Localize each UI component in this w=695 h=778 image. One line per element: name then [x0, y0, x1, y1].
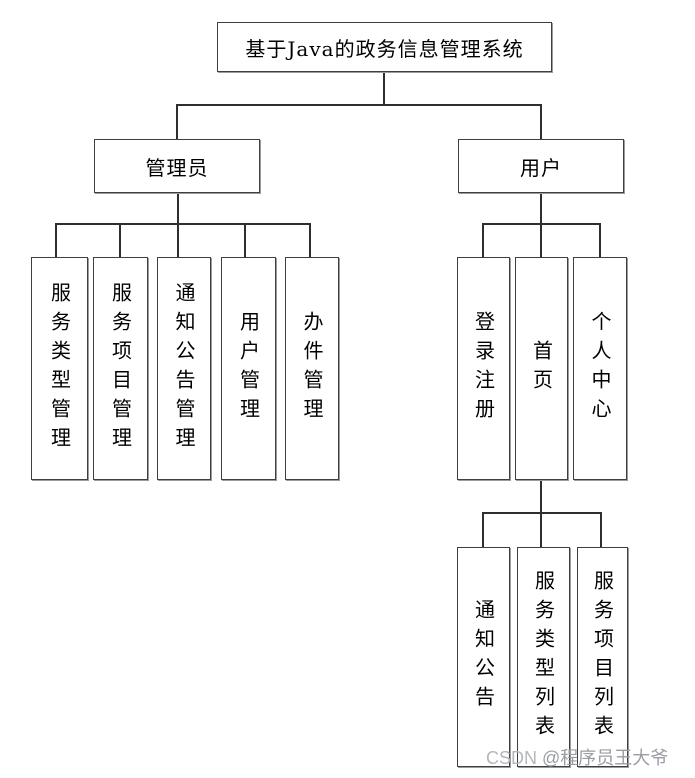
connector-line — [482, 512, 602, 514]
connector-line — [309, 223, 311, 258]
node-notice-announcement-management: 通知公告管理 — [157, 257, 211, 480]
connector-line — [55, 223, 311, 225]
node-user-management: 用户管理 — [221, 257, 276, 480]
node-service-type-management: 服务类型管理 — [31, 257, 88, 480]
node-admin: 管理员 — [94, 139, 260, 193]
node-home: 首页 — [515, 257, 568, 480]
connector-line — [600, 512, 602, 548]
node-label: 通知公告 — [471, 599, 496, 715]
node-label: 登录注册 — [471, 310, 496, 427]
connector-line — [177, 223, 179, 258]
connector-line — [119, 223, 121, 258]
node-label: 首页 — [529, 339, 554, 398]
connector-line — [540, 223, 542, 258]
node-label: 办件管理 — [300, 310, 324, 427]
node-label: 服务项目列表 — [590, 570, 615, 744]
node-notice-announcement: 通知公告 — [457, 547, 510, 767]
connector-line — [540, 104, 542, 140]
node-label: 用户管理 — [236, 310, 261, 427]
connector-line — [482, 512, 484, 548]
connector-line — [176, 104, 542, 106]
node-label: 服务类型管理 — [47, 281, 72, 456]
user-label: 用户 — [520, 155, 562, 180]
admin-label: 管理员 — [145, 155, 209, 180]
root-label: 基于Java的政务信息管理系统 — [245, 36, 524, 61]
connector-line — [540, 479, 542, 514]
connector-line — [55, 223, 57, 258]
connector-line — [176, 104, 178, 140]
connector-line — [540, 193, 542, 224]
connector-line — [383, 71, 385, 106]
node-personal-center: 个人中心 — [573, 257, 627, 480]
node-service-item-list: 服务项目列表 — [577, 547, 628, 767]
connector-line — [599, 223, 601, 258]
node-login-register: 登录注册 — [457, 257, 510, 480]
connector-line — [177, 193, 179, 224]
node-label: 个人中心 — [588, 310, 612, 427]
node-root-system-title: 基于Java的政务信息管理系统 — [217, 22, 552, 72]
connector-line — [244, 223, 246, 258]
node-service-item-management: 服务项目管理 — [93, 257, 148, 480]
node-label: 服务类型列表 — [531, 570, 556, 744]
connector-line — [482, 223, 484, 258]
node-label: 通知公告管理 — [172, 281, 196, 456]
node-service-type-list: 服务类型列表 — [517, 547, 570, 767]
node-work-item-management: 办件管理 — [285, 257, 339, 480]
connector-line — [540, 512, 542, 548]
node-user: 用户 — [458, 139, 624, 193]
node-label: 服务项目管理 — [108, 281, 133, 456]
